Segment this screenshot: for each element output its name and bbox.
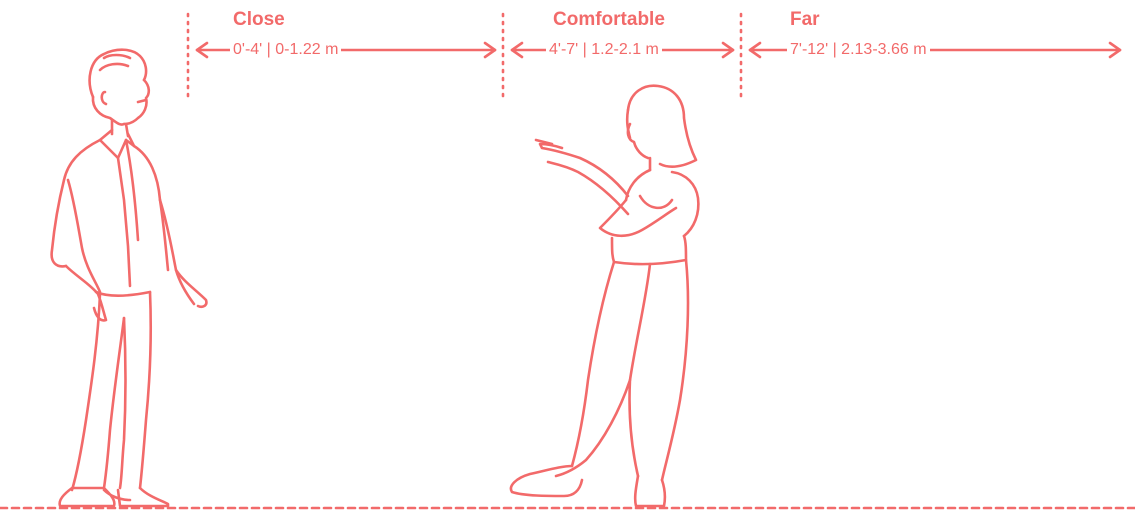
standing-man-icon: [52, 50, 207, 506]
zone-range-comfortable: 4'-7' | 1.2-2.1 m: [546, 40, 662, 60]
zone-title-far: Far: [790, 9, 820, 31]
zone-title-close: Close: [233, 9, 285, 31]
zone-range-close: 0'-4' | 0-1.22 m: [230, 40, 341, 60]
pointing-woman-icon: [511, 86, 698, 506]
zone-range-far: 7'-12' | 2.13-3.66 m: [787, 40, 930, 60]
zone-title-comfortable: Comfortable: [553, 9, 665, 31]
